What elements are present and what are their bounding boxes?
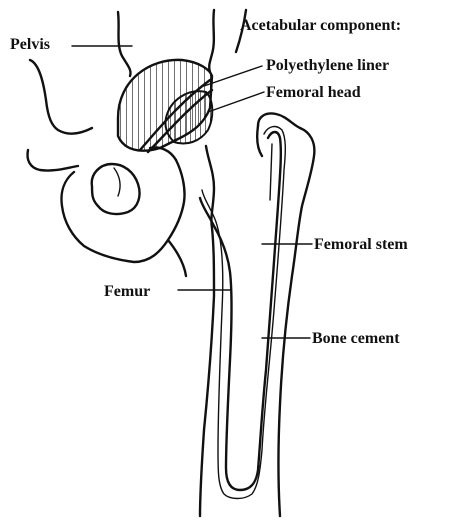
label-pelvis: Pelvis <box>10 36 50 53</box>
femoral-head-leader <box>208 92 264 112</box>
label-femur: Femur <box>104 283 150 300</box>
femur-outline <box>200 114 314 517</box>
label-femoral-head: Femoral head <box>266 84 361 101</box>
label-acetabular-component: Acetabular component: <box>240 17 401 34</box>
label-femoral-stem: Femoral stem <box>314 236 408 253</box>
label-bone-cement: Bone cement <box>312 330 400 347</box>
label-polyethylene-liner: Polyethylene liner <box>266 57 389 74</box>
